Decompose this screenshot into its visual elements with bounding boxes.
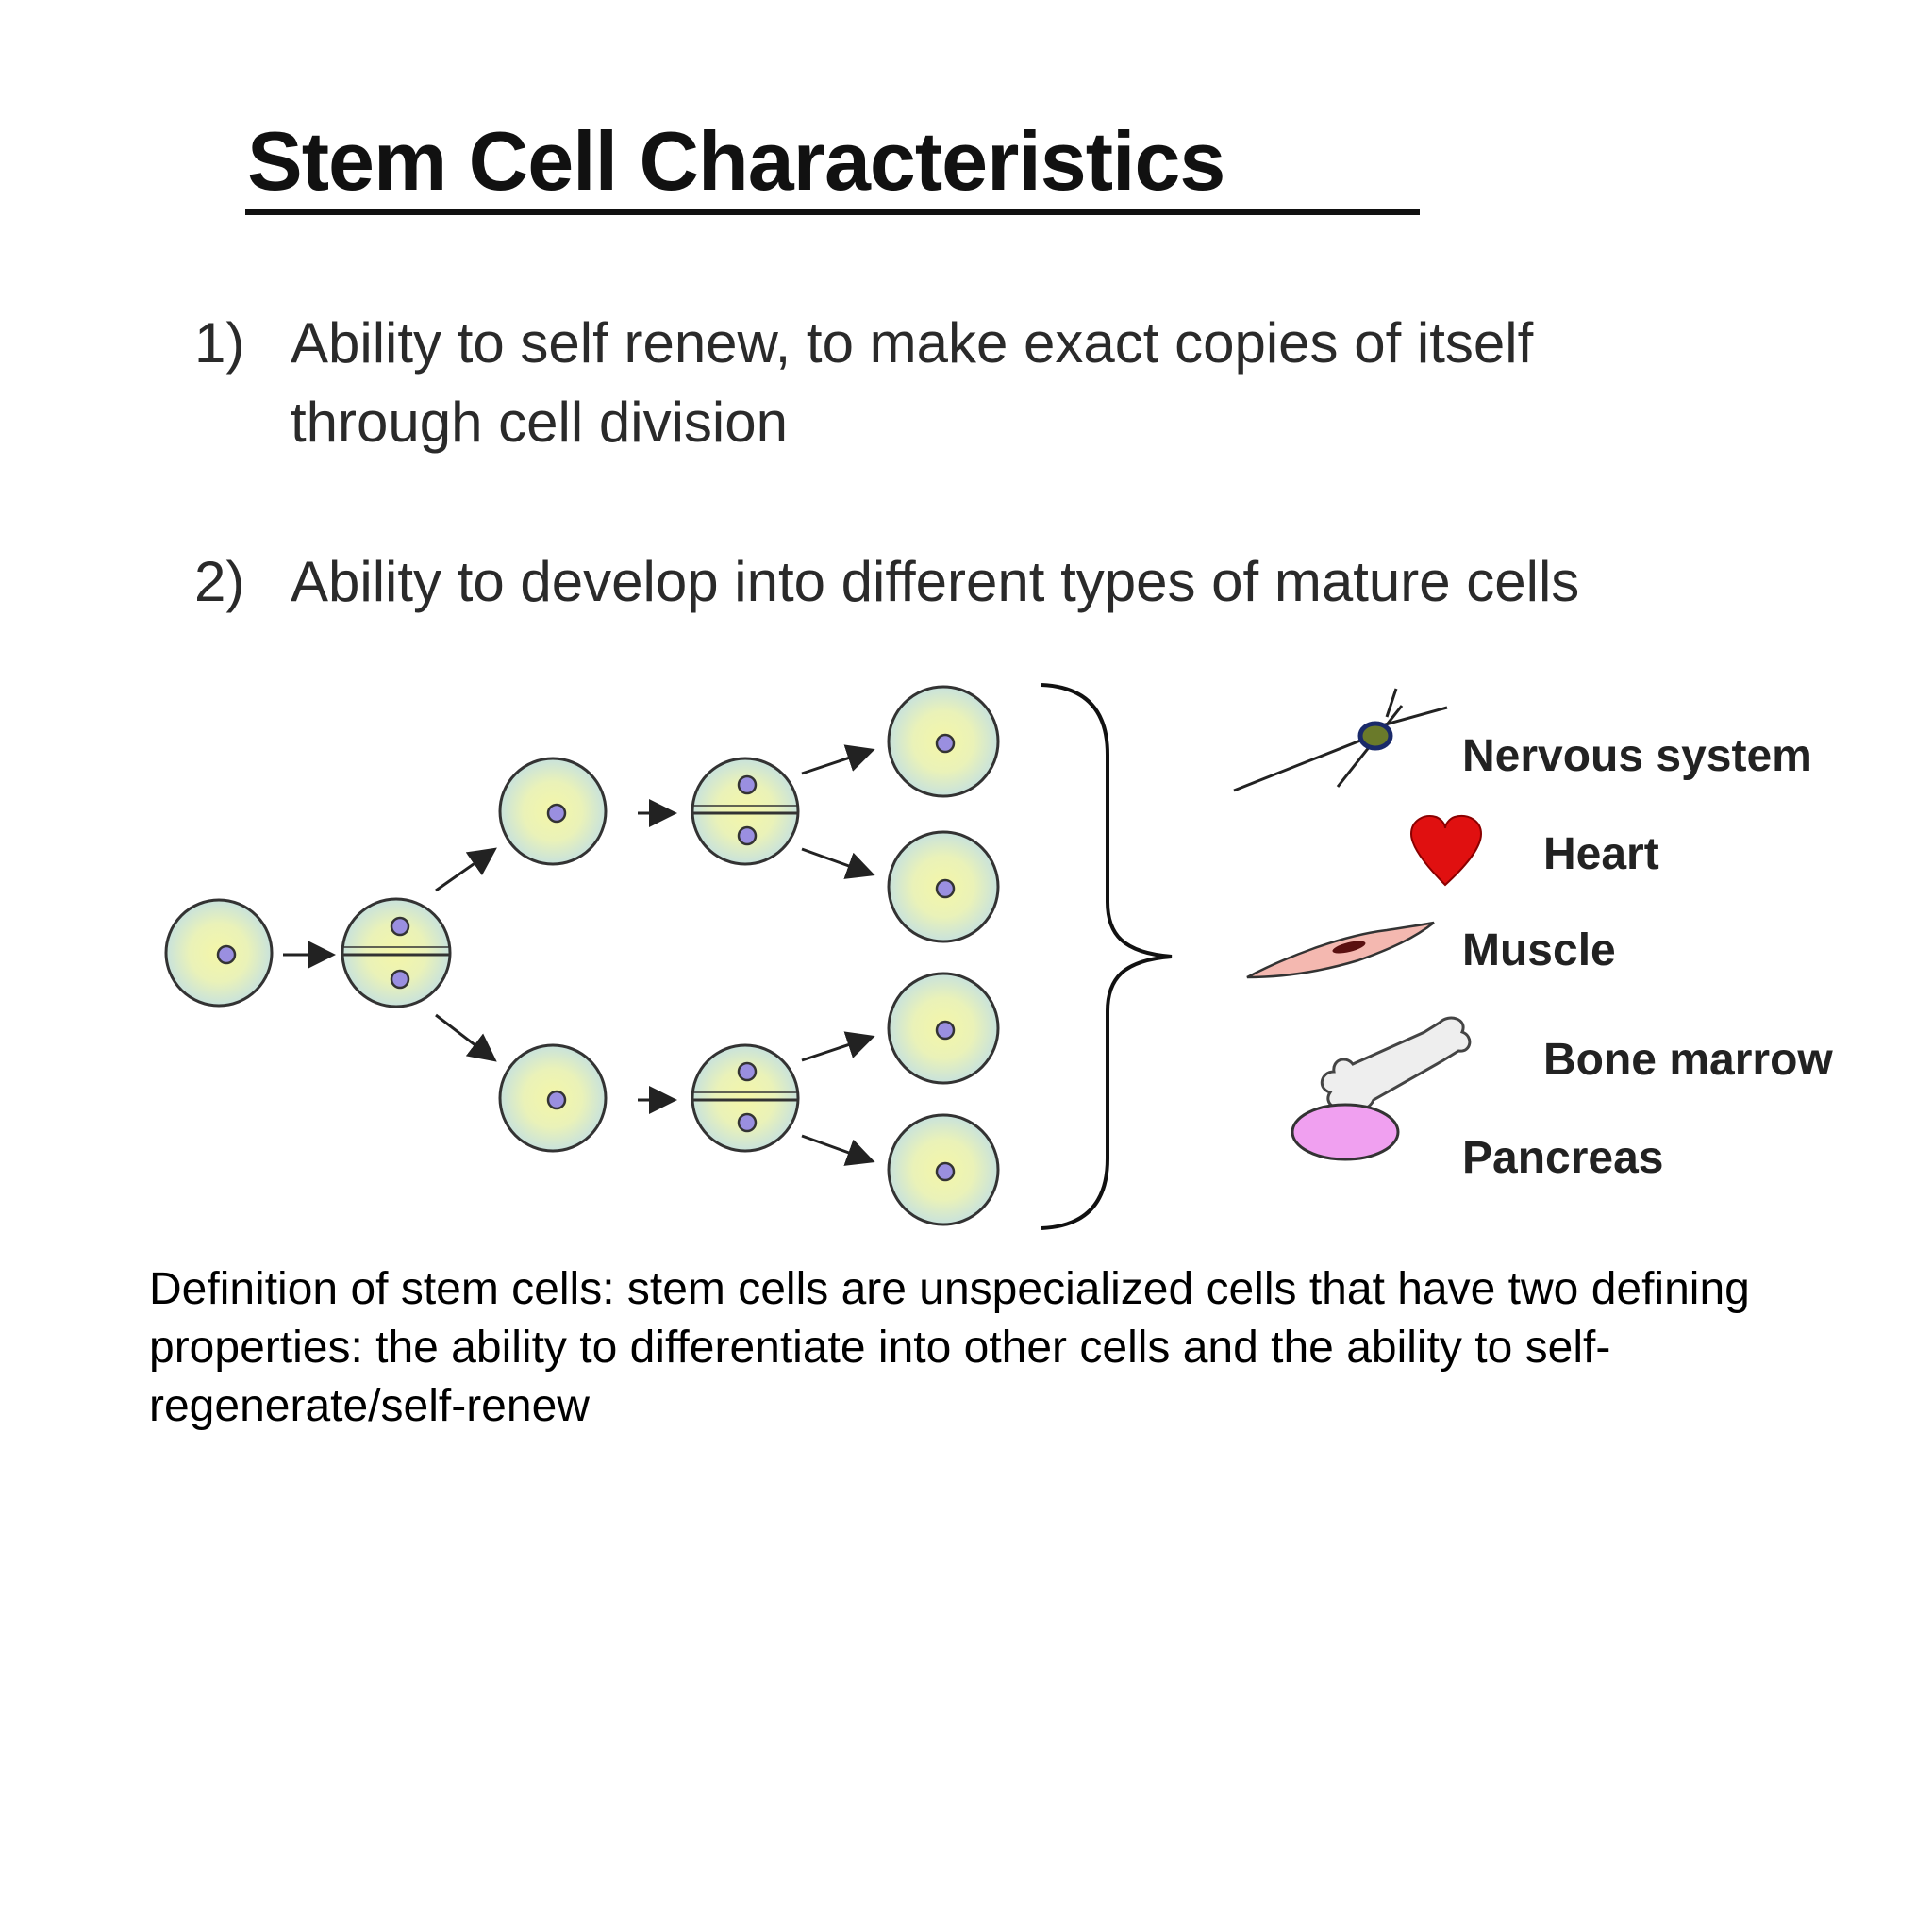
label-muscle: Muscle bbox=[1462, 925, 1616, 975]
grouping-brace bbox=[1041, 683, 1173, 1230]
dividing-cell-upper bbox=[691, 757, 800, 866]
heart-icon bbox=[1409, 815, 1483, 887]
characteristic-1-line-1: Ability to self renew, to make exact cop… bbox=[291, 311, 1534, 375]
progeny-cell-1 bbox=[887, 685, 1000, 798]
progeny-cell-2 bbox=[887, 830, 1000, 943]
characteristic-1-line-2: through cell division bbox=[291, 391, 788, 454]
characteristic-2-number: 2) bbox=[194, 550, 245, 613]
neuron-icon bbox=[1233, 688, 1448, 792]
progeny-cell-3 bbox=[887, 972, 1000, 1085]
page-title: Stem Cell Characteristics bbox=[247, 114, 1225, 208]
daughter-cell-lower bbox=[498, 1043, 608, 1153]
characteristic-1: 1) Ability to self renew, to make exact … bbox=[194, 304, 1798, 474]
progeny-cell-4 bbox=[887, 1113, 1000, 1226]
label-bone-marrow: Bone marrow bbox=[1543, 1035, 1833, 1085]
characteristic-1-number: 1) bbox=[194, 311, 245, 375]
pancreas-cell-icon bbox=[1291, 1103, 1400, 1161]
stem-cell-origin bbox=[164, 898, 274, 1008]
label-heart: Heart bbox=[1543, 829, 1659, 879]
characteristic-2-line-1: Ability to develop into different types … bbox=[291, 550, 1580, 613]
bone-icon bbox=[1320, 1016, 1472, 1111]
dividing-cell-first bbox=[341, 897, 452, 1008]
definition-text: Definition of stem cells: stem cells are… bbox=[149, 1264, 1750, 1431]
characteristic-2: 2) Ability to develop into different typ… bbox=[194, 542, 1855, 627]
label-nervous-system: Nervous system bbox=[1462, 731, 1812, 781]
muscle-cell-icon bbox=[1246, 921, 1435, 979]
division-arrows bbox=[283, 744, 875, 1166]
daughter-cell-upper bbox=[498, 757, 608, 866]
title-underline bbox=[245, 209, 1420, 215]
label-pancreas: Pancreas bbox=[1462, 1133, 1664, 1183]
dividing-cell-lower bbox=[691, 1043, 800, 1153]
